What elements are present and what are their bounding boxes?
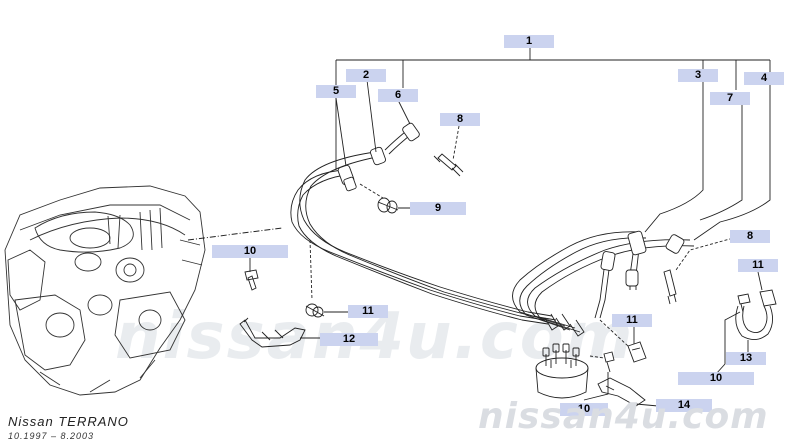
callout-11-right: 11 xyxy=(738,259,778,272)
bolt-10-bottom xyxy=(603,351,615,373)
callout-leaders xyxy=(249,48,771,407)
callout-10-right: 10 xyxy=(678,372,754,385)
bolt-10-left xyxy=(244,269,259,291)
spark-plug-top xyxy=(433,153,464,177)
callout-6: 6 xyxy=(378,89,418,102)
spark-plug-right xyxy=(663,269,677,305)
plug-boots xyxy=(337,122,685,287)
bracket-14 xyxy=(597,377,646,407)
watermark-corner: nissan4u.com xyxy=(478,396,769,437)
wire-clip-9 xyxy=(377,197,399,214)
bracket-12 xyxy=(239,317,306,348)
callout-4: 4 xyxy=(744,72,784,85)
callout-10-left: 10 xyxy=(212,245,288,258)
callout-10-bottom: 10 xyxy=(560,403,608,416)
callout-14: 14 xyxy=(656,399,712,412)
distributor-cap xyxy=(535,343,589,399)
callout-13: 13 xyxy=(726,352,766,365)
model-dates: 10.1997 – 8.2003 xyxy=(8,431,95,441)
callout-12: 12 xyxy=(320,333,378,346)
model-title: Nissan TERRANO xyxy=(8,414,129,429)
callout-5: 5 xyxy=(316,85,356,98)
wire-clip-11-mid xyxy=(305,303,325,318)
bolt-10-right xyxy=(737,293,751,313)
callout-8-right: 8 xyxy=(730,230,770,243)
callout-11-low: 11 xyxy=(612,314,652,327)
bracket-13 xyxy=(735,289,777,340)
callout-1: 1 xyxy=(504,35,554,48)
callout-11-mid: 11 xyxy=(348,305,388,318)
callout-2: 2 xyxy=(346,69,386,82)
engine-illustration xyxy=(4,185,206,396)
callout-3: 3 xyxy=(678,69,718,82)
callout-9: 9 xyxy=(410,202,466,215)
callout-7: 7 xyxy=(710,92,750,105)
callout-8-top: 8 xyxy=(440,113,480,126)
wire-clip-11-low xyxy=(627,341,647,363)
